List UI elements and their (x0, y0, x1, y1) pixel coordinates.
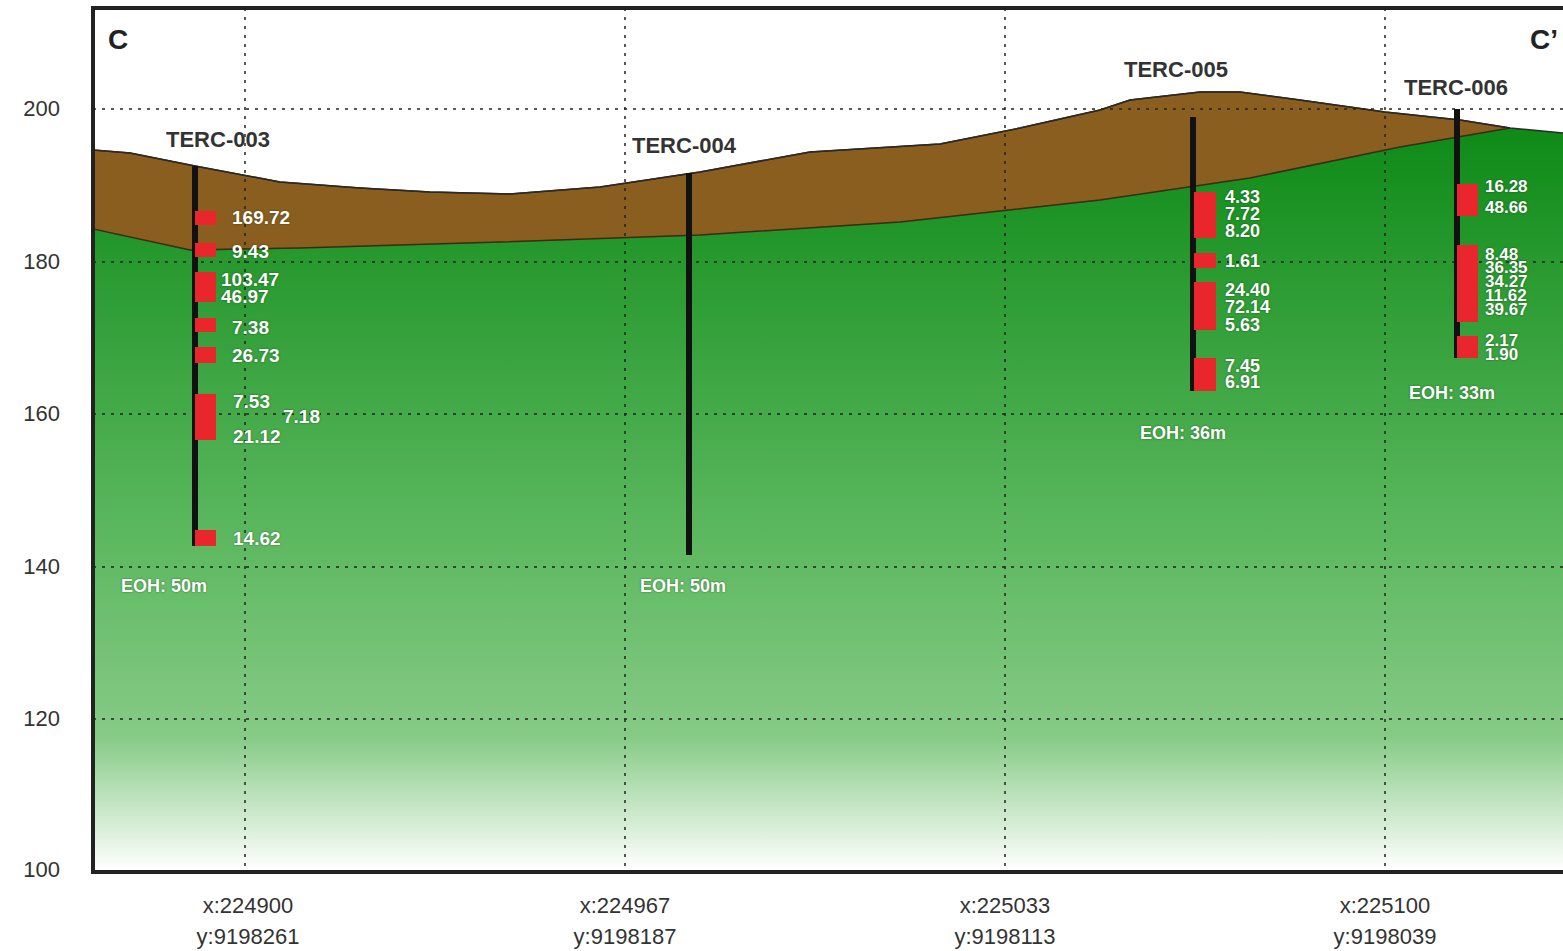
end-of-hole: EOH: 36m (1140, 424, 1226, 442)
section-end: C (108, 26, 128, 54)
assay-value: 46.97 (221, 287, 269, 306)
hole-name: TERC-006 (1404, 77, 1508, 99)
section-end: C’ (1530, 26, 1558, 54)
overburden (93, 92, 1510, 250)
coordinate: x:225033 (960, 895, 1051, 917)
assay-value: 7.38 (232, 318, 269, 337)
assay-value: 1.90 (1485, 346, 1518, 363)
end-of-hole: EOH: 50m (640, 577, 726, 595)
assay-value: 5.63 (1225, 316, 1260, 334)
assay-value: 21.12 (233, 427, 281, 446)
assay-value: 4.33 (1225, 188, 1260, 206)
assay-value: 26.73 (232, 346, 280, 365)
axis-tick: 200 (23, 98, 60, 120)
assay-value: 169.72 (232, 208, 290, 227)
coordinate: y:9198039 (1334, 926, 1437, 948)
axis-tick: 120 (23, 708, 60, 730)
assay-value: 6.91 (1225, 373, 1260, 391)
coordinate: y:9198261 (197, 926, 300, 948)
end-of-hole: EOH: 50m (121, 577, 207, 595)
assay-value: 7.53 (233, 392, 270, 411)
assay-value: 24.40 (1225, 281, 1270, 299)
assay-value: 39.67 (1485, 301, 1528, 318)
axis-tick: 160 (23, 403, 60, 425)
assay-value: 7.72 (1225, 205, 1260, 223)
coordinate: y:9198187 (574, 926, 677, 948)
hole-name: TERC-003 (166, 129, 270, 151)
hole-name: TERC-004 (632, 135, 736, 157)
axis-tick: 180 (23, 251, 60, 273)
coordinate: x:224967 (580, 895, 671, 917)
grid (93, 8, 1563, 870)
axis-tick: 100 (23, 859, 60, 881)
coordinate: x:225100 (1340, 895, 1431, 917)
coordinate: y:9198113 (954, 926, 1055, 948)
axis-tick: 140 (23, 556, 60, 578)
coordinate: x:224900 (203, 895, 294, 917)
assay-value: 14.62 (233, 529, 281, 548)
hole-name: TERC-005 (1124, 59, 1228, 81)
assay-value: 48.66 (1485, 199, 1528, 216)
frame (93, 8, 1563, 872)
assay-value: 16.28 (1485, 178, 1528, 195)
assay-value: 72.14 (1225, 298, 1270, 316)
assay-value: 9.43 (232, 242, 269, 261)
assay-value: 7.18 (283, 407, 320, 426)
assay-intervals (195, 184, 1478, 546)
assay-value: 8.20 (1225, 222, 1260, 240)
end-of-hole: EOH: 33m (1409, 384, 1495, 402)
drill-holes (195, 109, 1457, 555)
assay-value: 1.61 (1225, 252, 1260, 270)
surface-line (93, 92, 1563, 194)
